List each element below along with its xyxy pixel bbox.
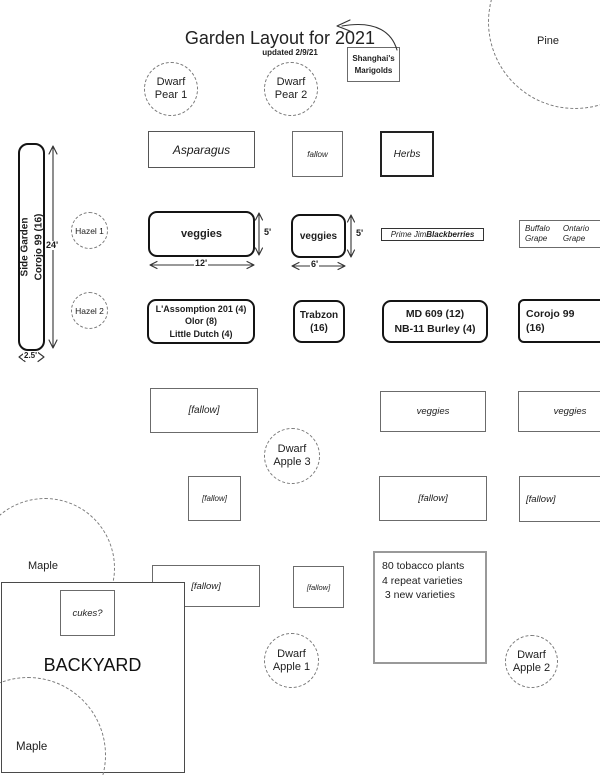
tree-pine-circle [488,0,600,109]
bed-blackberries-label-bold: Blackberries [426,230,475,239]
updated-date: updated 2/9/21 [262,48,318,57]
dim-label-5ft-small: 5' [355,228,365,238]
grape-buffalo-label: Buffalo Grape [525,224,550,244]
dim-label-12ft: 12' [194,258,209,268]
tree-dwarf-pear-1: Dwarf Pear 1 [144,62,198,116]
bed-veggies-main: veggies [148,211,255,257]
tree-hazel-1-label: Hazel 1 [75,225,104,236]
bed-blackberries: Prime Jim Blackberries [381,228,484,241]
bed-corojo: Corojo 99 (16) [518,299,600,343]
bed-assomption: L'Assomption 201 (4) Olor (8) Little Dut… [147,299,255,344]
bed-grapes: Buffalo Grape Ontario Grape [519,220,600,248]
bed-fallow-top: fallow [292,131,343,177]
bed-side-garden: Side Garden Corojo 99 (16) [18,143,45,351]
dim-label-5ft-main: 5' [263,227,273,237]
dim-label-2-5ft: 2.5' [23,351,39,360]
dim-label-6ft: 6' [310,259,320,269]
bed-fallow-right: [fallow] [519,476,600,522]
note-tobacco-summary: 80 tobacco plants 4 repeat varieties 3 n… [373,551,487,664]
bed-trabzon: Trabzon (16) [293,300,345,343]
bed-fallow-small: [fallow] [188,476,241,521]
bed-fallow-row3-small: [fallow] [293,566,344,608]
bed-fallow-large: [fallow] [150,388,258,433]
bed-veggies-mid: veggies [380,391,486,432]
bed-asparagus: Asparagus [148,131,255,168]
tree-dwarf-apple-2-label: Dwarf Apple 2 [512,648,551,674]
tree-pine-label: Pine [537,35,560,47]
bed-md609: MD 609 (12) NB-11 Burley (4) [382,300,488,343]
bed-fallow-mid: [fallow] [379,476,487,521]
page-title: Garden Layout for 2021 [184,28,376,48]
tree-hazel-1: Hazel 1 [71,212,108,249]
bed-veggies-right: veggies [518,391,600,432]
tree-dwarf-apple-1: Dwarf Apple 1 [264,633,319,688]
note-shanghais-marigolds: Shanghai's Marigolds [347,47,400,82]
tree-dwarf-apple-1-label: Dwarf Apple 1 [272,647,311,673]
tree-maple-lower-label: Maple [16,741,48,753]
tree-dwarf-apple-3: Dwarf Apple 3 [264,428,320,484]
bed-herbs: Herbs [380,131,434,177]
bed-blackberries-label: Prime Jim [390,230,427,239]
tree-maple-upper-label: Maple [28,560,58,572]
bed-cukes: cukes? [60,590,115,636]
tree-hazel-2-label: Hazel 2 [75,305,104,316]
backyard-label: BACKYARD [43,655,142,675]
dim-arrow-5ft-small [346,214,356,258]
bed-side-garden-label: Side Garden Corojo 99 (16) [19,213,44,281]
dim-label-24ft: 24' [45,240,60,250]
tree-hazel-2: Hazel 2 [71,292,108,329]
tree-dwarf-apple-2: Dwarf Apple 2 [505,635,558,688]
tree-dwarf-apple-3-label: Dwarf Apple 3 [273,443,311,468]
tree-dwarf-pear-1-label: Dwarf Pear 1 [154,76,188,101]
tree-dwarf-pear-2: Dwarf Pear 2 [264,62,318,116]
dim-arrow-5ft-main [254,212,264,256]
tree-dwarf-pear-2-label: Dwarf Pear 2 [274,76,308,101]
bed-veggies-small: veggies [291,214,346,258]
grape-ontario-label: Ontario Grape [562,224,590,244]
